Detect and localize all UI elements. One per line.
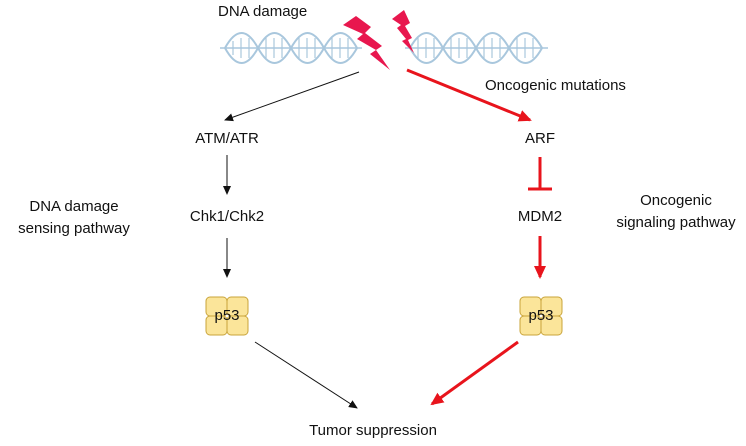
oncogenic-mutations-label: Oncogenic mutations <box>485 77 626 94</box>
atm-atr-node: ATM/ATR <box>195 130 259 147</box>
arrow-oncogenic-to-arf <box>406 68 532 122</box>
p53-right-node: p53 <box>519 296 563 336</box>
oncogenic-signaling-pathway-label: Oncogenic signaling pathway <box>616 192 736 231</box>
lightning-bolt-icon <box>392 10 414 53</box>
lightning-bolt-icon <box>343 16 390 70</box>
arrow-dna-to-atm <box>224 71 360 122</box>
p53-left-label: p53 <box>214 307 240 324</box>
mdm2-node: MDM2 <box>517 208 563 225</box>
tumor-suppression-outcome: Tumor suppression <box>309 422 437 439</box>
p53-left-node: p53 <box>205 296 249 336</box>
dna-helix-icon <box>220 32 362 64</box>
dna-damage-sensing-pathway-label: DNA damage sensing pathway <box>18 198 130 237</box>
inhibition-arf-mdm2 <box>528 157 552 191</box>
dna-helix-icon <box>405 32 548 64</box>
p53-protein-icon <box>519 296 563 336</box>
arrow-p53-to-tumor-right <box>430 340 519 406</box>
p53-right-label: p53 <box>528 307 554 324</box>
chk1-chk2-node: Chk1/Chk2 <box>189 208 265 225</box>
p53-protein-icon <box>205 296 249 336</box>
arrow-p53-to-tumor-left <box>254 341 358 409</box>
dna-damage-title: DNA damage <box>218 3 308 20</box>
arf-node: ARF <box>525 130 555 147</box>
